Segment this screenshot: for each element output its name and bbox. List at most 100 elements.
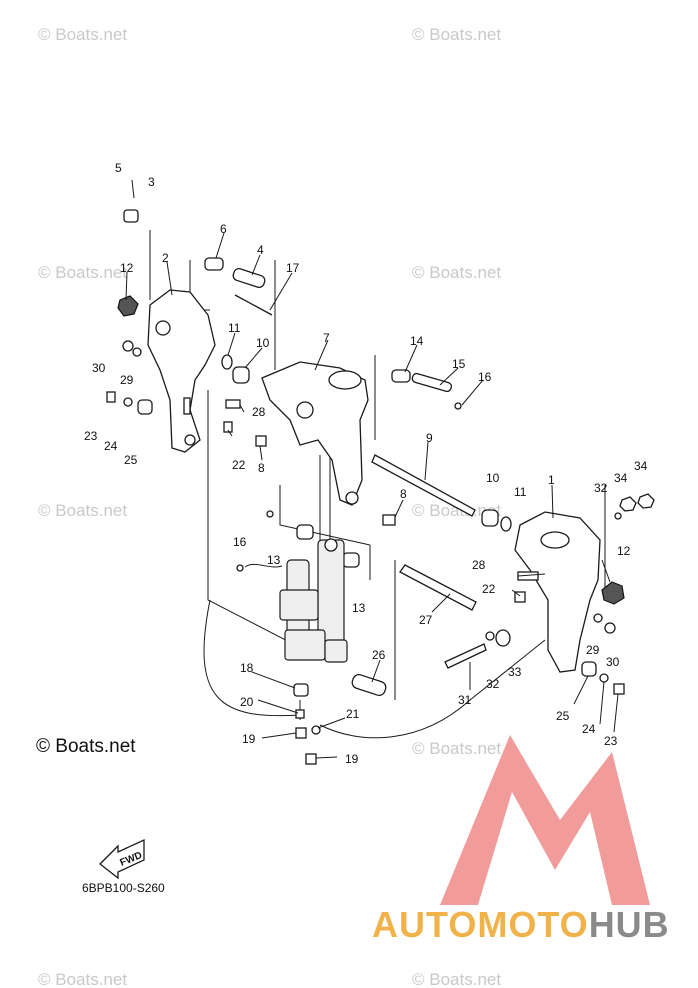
nut xyxy=(619,496,637,512)
callout-6: 6 xyxy=(220,222,227,236)
cotter-pin xyxy=(131,179,135,199)
nut xyxy=(305,753,317,765)
pin xyxy=(411,372,453,393)
callout-34: 34 xyxy=(614,471,628,485)
pin xyxy=(232,267,266,289)
watermark: © Boats.net xyxy=(412,970,501,988)
callout-22: 22 xyxy=(232,458,246,472)
clamp-bracket-left xyxy=(147,289,216,453)
washer xyxy=(500,516,512,532)
callout-13: 13 xyxy=(352,601,366,615)
callout-26: 26 xyxy=(372,648,386,662)
leader-lines xyxy=(125,232,619,759)
nut xyxy=(295,727,307,739)
callout-12: 12 xyxy=(120,261,134,275)
copyright-text: © Boats.net xyxy=(36,736,136,757)
callout-11: 11 xyxy=(514,485,527,499)
washer xyxy=(221,354,233,370)
watermark: © Boats.net xyxy=(38,25,127,44)
grease-nipple xyxy=(613,683,625,695)
callout-18: 18 xyxy=(240,661,254,675)
grease-nipple xyxy=(514,591,526,603)
callout-16: 16 xyxy=(478,370,492,384)
swivel-hole xyxy=(296,401,314,419)
locknut xyxy=(117,295,139,317)
washer xyxy=(485,631,495,641)
bushing xyxy=(581,661,597,677)
callout-32: 32 xyxy=(594,481,608,495)
callout-3: 3 xyxy=(148,175,155,189)
callout-19: 19 xyxy=(242,732,256,746)
boundary-lines xyxy=(149,230,606,739)
callout-25: 25 xyxy=(124,453,138,467)
callout-30: 30 xyxy=(92,361,106,375)
callout-19: 19 xyxy=(345,752,359,766)
callout-8: 8 xyxy=(400,487,407,501)
bracket-slot xyxy=(183,397,191,415)
bracket-hole xyxy=(540,531,570,549)
grease-nipple xyxy=(382,514,396,526)
watermark: © Boats.net xyxy=(412,501,501,520)
brand-text-moto: MOTO xyxy=(477,904,588,945)
callout-7: 7 xyxy=(323,331,330,345)
brand-text-auto: AUTO xyxy=(372,904,477,945)
collar xyxy=(123,209,139,223)
callout-23: 23 xyxy=(604,734,618,748)
washer xyxy=(122,340,134,352)
swivel-bore xyxy=(328,370,362,390)
tilt-shaft xyxy=(371,454,476,517)
watermark: © Boats.net xyxy=(38,501,127,520)
callout-20: 20 xyxy=(240,695,254,709)
grease-nipple xyxy=(106,391,116,403)
svg-text:AUTOMOTOHUB: AUTOMOTOHUB xyxy=(372,904,670,945)
callout-8: 8 xyxy=(258,461,265,475)
callout-4: 4 xyxy=(257,243,264,257)
callout-22: 22 xyxy=(482,582,496,596)
callout-21: 21 xyxy=(346,707,360,721)
brand-logo-mark xyxy=(440,735,650,905)
swivel-hole xyxy=(345,491,359,505)
callout-16: 16 xyxy=(233,535,247,549)
watermark: © Boats.net xyxy=(412,739,501,758)
callout-11: 11 xyxy=(228,321,241,335)
bushing xyxy=(481,509,499,527)
bushing xyxy=(391,369,411,383)
brand-text-hub: HUB xyxy=(589,904,670,945)
joint xyxy=(293,683,309,697)
bushing xyxy=(342,552,360,568)
watermark: © Boats.net xyxy=(412,25,501,44)
nut xyxy=(295,709,305,719)
pin xyxy=(399,564,477,611)
callout-31: 31 xyxy=(458,693,472,707)
washer xyxy=(614,512,622,520)
bushing xyxy=(137,399,153,415)
clip xyxy=(266,510,274,518)
callout-32: 32 xyxy=(486,677,500,691)
callout-27: 27 xyxy=(419,613,433,627)
bushing xyxy=(232,366,250,384)
brand-logo: AUTOMOTOHUB xyxy=(372,735,670,945)
callout-10: 10 xyxy=(486,471,500,485)
bracket-hole xyxy=(184,434,196,446)
clip xyxy=(454,402,462,410)
bracket-hole xyxy=(155,320,171,336)
callout-2: 2 xyxy=(162,251,169,265)
nut xyxy=(637,493,655,509)
diagram-code: 6BPB100-S260 xyxy=(82,881,165,895)
pin xyxy=(351,673,387,697)
callout-numbers: 5 3 6 4 2 12 17 11 10 7 14 15 16 30 29 2… xyxy=(84,161,648,766)
callout-24: 24 xyxy=(104,439,118,453)
washer xyxy=(593,613,603,623)
rod xyxy=(234,294,273,316)
washer xyxy=(495,629,511,647)
callout-5: 5 xyxy=(115,161,122,175)
callout-10: 10 xyxy=(256,336,270,350)
watermark: © Boats.net xyxy=(412,263,501,282)
watermark: © Boats.net xyxy=(38,970,127,988)
watermark-group: © Boats.net © Boats.net © Boats.net © Bo… xyxy=(38,25,501,988)
bolt xyxy=(444,643,487,669)
callout-9: 9 xyxy=(426,431,433,445)
callout-12: 12 xyxy=(617,544,631,558)
callout-15: 15 xyxy=(452,357,466,371)
